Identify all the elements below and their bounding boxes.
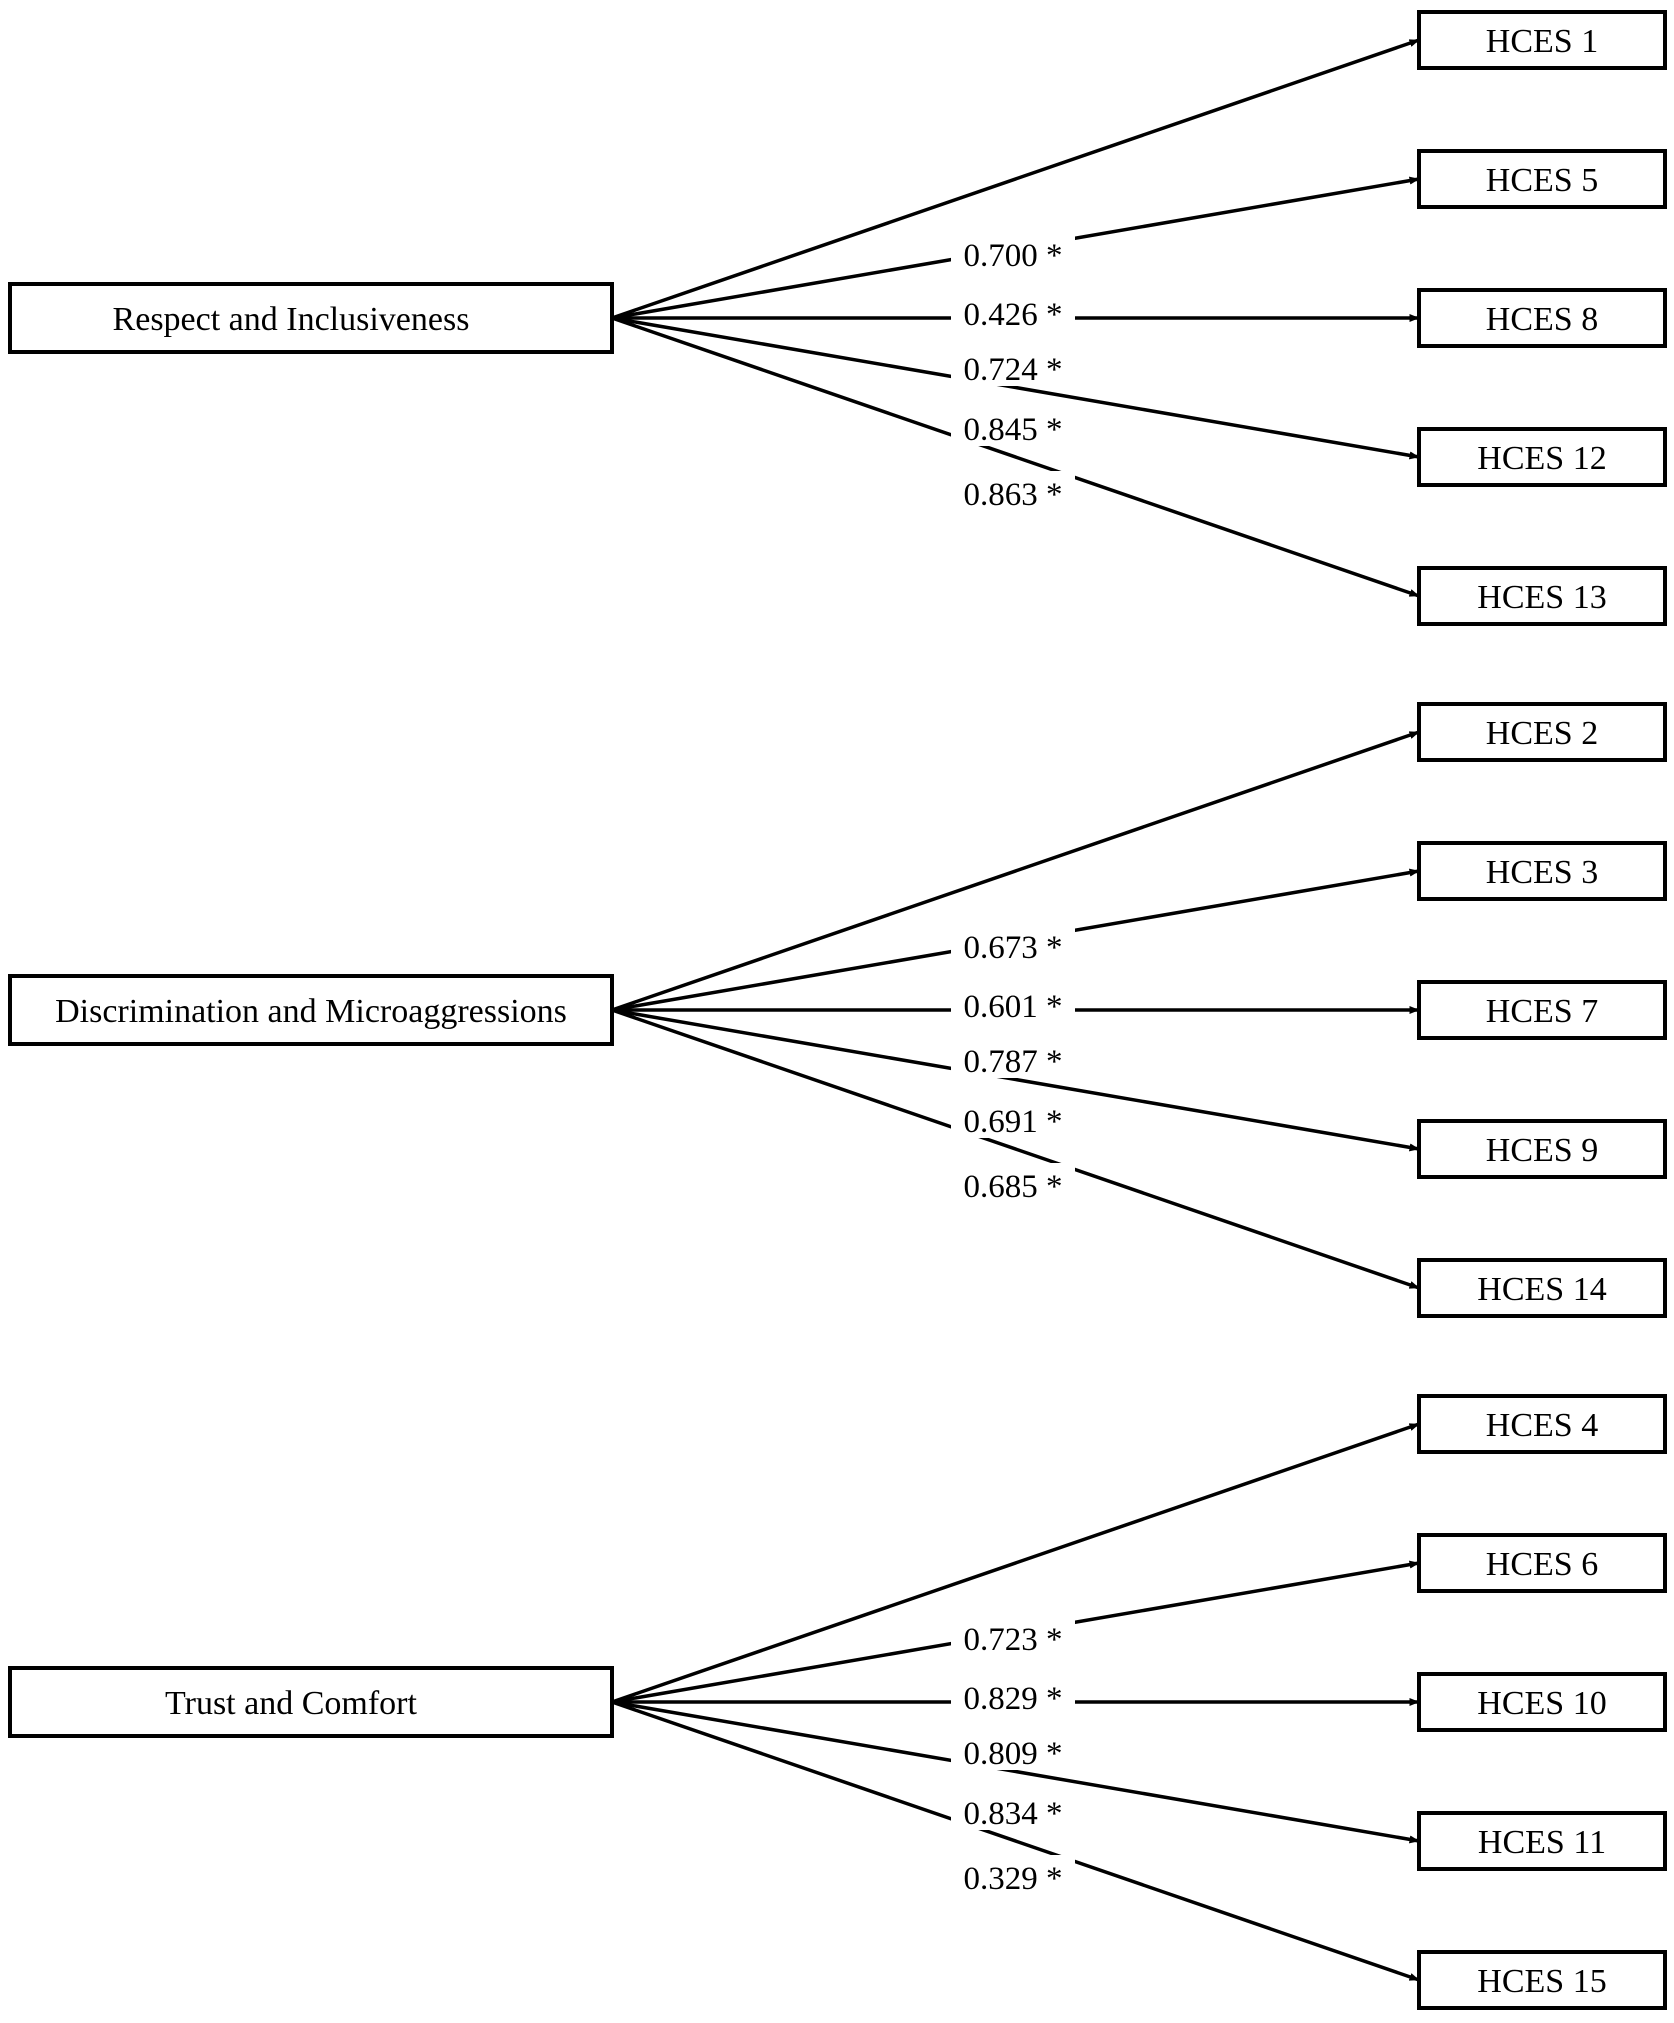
loading-label-background (951, 1730, 1075, 1770)
item-label: HCES 9 (1486, 1132, 1598, 1169)
loading-label-background (951, 1675, 1075, 1715)
loading-label-hces-4: 0.723 * (964, 1622, 1063, 1658)
factor-box-respect-and-inclusiveness (8, 282, 614, 354)
item-box-hces-7 (1417, 980, 1667, 1040)
loading-label-background (951, 291, 1075, 331)
path-arrow-hces-14 (611, 1008, 1420, 1290)
loading-label-background (951, 924, 1075, 964)
loading-label-background (951, 1616, 1075, 1656)
item-box-hces-2 (1417, 702, 1667, 762)
factor-label: Respect and Inclusiveness (113, 301, 470, 338)
item-box-hces-15 (1417, 1950, 1667, 2010)
path-arrow-hces-9 (611, 1008, 1420, 1152)
loading-label-hces-15: 0.329 * (964, 1861, 1063, 1897)
loading-label-hces-14: 0.685 * (964, 1169, 1063, 1205)
loading-label-background (951, 1038, 1075, 1078)
item-label: HCES 4 (1486, 1407, 1598, 1444)
loading-label-hces-2: 0.673 * (964, 930, 1063, 966)
item-box-hces-4 (1417, 1394, 1667, 1454)
path-arrow-hces-4 (611, 1422, 1420, 1704)
item-label: HCES 14 (1477, 1271, 1606, 1308)
loading-label-background (951, 1163, 1075, 1203)
loading-label-background (951, 232, 1075, 272)
loading-label-background (951, 1790, 1075, 1830)
item-label: HCES 15 (1477, 1963, 1606, 2000)
item-box-hces-14 (1417, 1258, 1667, 1318)
item-box-hces-13 (1417, 566, 1667, 626)
item-box-hces-9 (1417, 1119, 1667, 1179)
loading-label-background (951, 983, 1075, 1023)
item-label: HCES 12 (1477, 440, 1606, 477)
loading-label-background (951, 471, 1075, 511)
path-arrow-hces-15 (611, 1700, 1420, 1982)
item-box-hces-5 (1417, 149, 1667, 209)
factor-label: Discrimination and Microaggressions (55, 993, 567, 1030)
item-label: HCES 3 (1486, 854, 1598, 891)
loading-label-hces-12: 0.845 * (964, 412, 1063, 448)
loading-label-hces-5: 0.426 * (964, 297, 1063, 333)
loading-label-hces-11: 0.834 * (964, 1796, 1063, 1832)
path-arrow-hces-1 (611, 38, 1420, 320)
item-label: HCES 2 (1486, 715, 1598, 752)
item-box-hces-8 (1417, 288, 1667, 348)
item-box-hces-12 (1417, 427, 1667, 487)
path-arrow-hces-11 (611, 1700, 1420, 1844)
item-box-hces-10 (1417, 1672, 1667, 1732)
loading-label-background (951, 346, 1075, 386)
item-label: HCES 11 (1478, 1824, 1606, 1861)
loading-label-background (951, 1855, 1075, 1895)
loading-label-hces-7: 0.787 * (964, 1044, 1063, 1080)
item-label: HCES 1 (1486, 23, 1598, 60)
loading-label-hces-8: 0.724 * (964, 352, 1063, 388)
item-label: HCES 8 (1486, 301, 1598, 338)
factor-box-trust-and-comfort (8, 1666, 614, 1738)
loading-label-hces-13: 0.863 * (964, 477, 1063, 513)
item-label: HCES 10 (1477, 1685, 1606, 1722)
item-label: HCES 5 (1486, 162, 1598, 199)
item-box-hces-6 (1417, 1533, 1667, 1593)
loading-label-background (951, 1098, 1075, 1138)
item-box-hces-1 (1417, 10, 1667, 70)
loading-label-hces-1: 0.700 * (964, 238, 1063, 274)
path-arrow-hces-13 (611, 316, 1420, 598)
factor-box-discrimination-and-microaggressions (8, 974, 614, 1046)
loading-label-background (951, 406, 1075, 446)
factor-label: Trust and Comfort (165, 1685, 417, 1722)
item-label: HCES 7 (1486, 993, 1598, 1030)
item-box-hces-11 (1417, 1811, 1667, 1871)
path-arrow-hces-2 (611, 730, 1420, 1012)
item-box-hces-3 (1417, 841, 1667, 901)
loading-label-hces-3: 0.601 * (964, 989, 1063, 1025)
item-label: HCES 13 (1477, 579, 1606, 616)
path-arrow-hces-12 (611, 316, 1420, 460)
loading-label-hces-9: 0.691 * (964, 1104, 1063, 1140)
loading-label-hces-6: 0.829 * (964, 1681, 1063, 1717)
item-label: HCES 6 (1486, 1546, 1598, 1583)
loading-label-hces-10: 0.809 * (964, 1736, 1063, 1772)
